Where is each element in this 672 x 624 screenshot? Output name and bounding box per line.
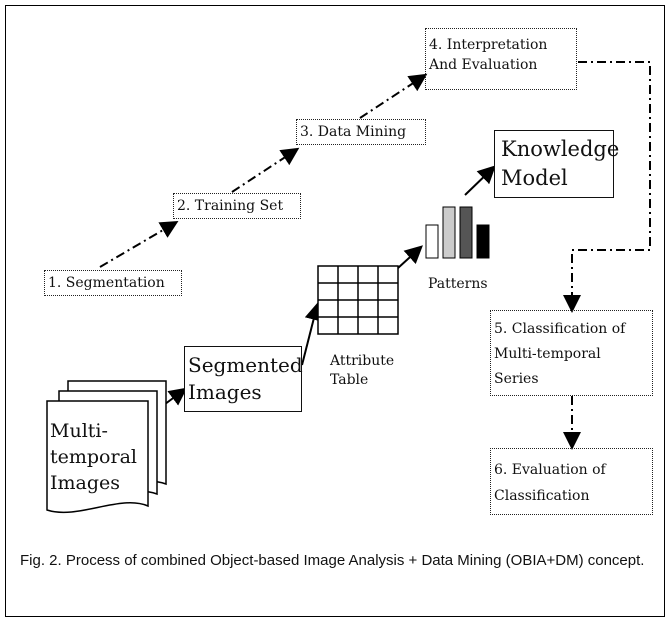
knowledge-model-line2: Model (501, 166, 568, 190)
multitemporal-line2: temporal (50, 446, 137, 468)
step-training-set: 2. Training Set (173, 193, 301, 219)
pattern-bar (425, 224, 439, 259)
patterns-label: Patterns (428, 276, 488, 292)
arrow-s4-to-s5 (563, 61, 651, 313)
step-interpretation-line1: 4. Interpretation (429, 37, 548, 53)
pattern-bar (442, 206, 456, 259)
arrow-s3-to-s4 (359, 73, 428, 119)
step-classification-line1: 5. Classification of (494, 321, 626, 337)
step-classification: 5. Classification of Multi-temporal Seri… (490, 310, 653, 396)
segmented-images-line2: Images (188, 380, 262, 404)
knowledge-model-line1: Knowledge (501, 137, 620, 161)
arrow-table-to-patterns (397, 245, 423, 269)
pattern-bar (476, 224, 490, 259)
attribute-table-grid (317, 265, 399, 335)
knowledge-model-box: Knowledge Model (494, 130, 620, 198)
patterns-bar-icon (425, 206, 490, 259)
segmented-images-line1: Segmented (188, 353, 303, 377)
multitemporal-line3: Images (50, 472, 121, 494)
step-evaluation: 6. Evaluation of Classification (490, 448, 653, 515)
step-interpretation: 4. Interpretation And Evaluation (425, 28, 577, 90)
step-segmentation-label: 1. Segmentation (48, 275, 165, 291)
step-data-mining: 3. Data Mining (296, 119, 426, 145)
step-classification-line3: Series (494, 371, 539, 387)
step-evaluation-line2: Classification (494, 488, 590, 504)
pattern-bar (459, 206, 473, 259)
segmented-images-box: Segmented Images (184, 346, 303, 412)
attribute-table-label: Attribute Table (330, 352, 394, 390)
attribute-table-line2: Table (330, 372, 369, 388)
arrow-s2-to-s3 (231, 147, 300, 193)
step-training-set-label: 2. Training Set (177, 198, 284, 214)
step-classification-line2: Multi-temporal (494, 346, 601, 362)
arrow-patterns-to-knowledge (464, 165, 496, 196)
step-evaluation-line1: 6. Evaluation of (494, 462, 606, 478)
figure-caption: Fig. 2. Process of combined Object-based… (20, 552, 645, 569)
step-interpretation-line2: And Evaluation (429, 57, 538, 73)
attribute-table-line1: Attribute (330, 353, 395, 369)
multitemporal-images-label: Multi- temporal Images (50, 418, 137, 496)
arrow-segmented-to-table (301, 302, 323, 366)
arrow-s1-to-s2 (99, 220, 179, 268)
step-segmentation: 1. Segmentation (44, 270, 182, 296)
document-stack-icon (46, 380, 167, 514)
step-data-mining-label: 3. Data Mining (300, 124, 407, 140)
multitemporal-line1: Multi- (50, 420, 108, 442)
